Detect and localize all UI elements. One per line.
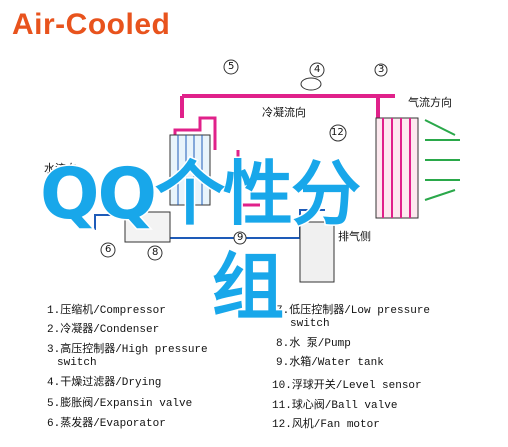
marker-6: 6 bbox=[105, 244, 112, 255]
label-condensing-flow: 冷凝流向 bbox=[262, 106, 306, 119]
diagram-title: Air-Cooled bbox=[12, 8, 171, 41]
water-tank bbox=[299, 221, 335, 283]
refrigeration-schematic bbox=[94, 59, 460, 283]
overlay-text-line2: 组 bbox=[210, 244, 285, 331]
refrigerant-pipe-lower bbox=[173, 116, 217, 150]
legend-text: 高压控制器/High pressure bbox=[60, 344, 208, 356]
legend-text: 浮球开关/Level sensor bbox=[291, 380, 422, 392]
marker-12: 12 bbox=[331, 127, 344, 138]
legend-text: 干燥过滤器/Drying bbox=[60, 377, 162, 389]
legend-text: 水 泵/Pump bbox=[289, 338, 351, 350]
label-exhaust: 排气侧 bbox=[338, 230, 371, 243]
legend-num: 8. bbox=[276, 338, 290, 350]
pump-symbol bbox=[300, 77, 322, 91]
airflow-arrows bbox=[424, 119, 460, 201]
legend-num: 2. bbox=[47, 324, 61, 336]
legend-item-5: 5.膨胀阀/Expansin valve bbox=[47, 398, 192, 411]
overlay-text-line1: QQ个性分 bbox=[38, 152, 362, 237]
condenser-unit bbox=[169, 134, 211, 206]
marker-3: 3 bbox=[378, 64, 385, 75]
component-markers bbox=[100, 59, 388, 261]
marker-5: 5 bbox=[228, 61, 235, 72]
legend-item-4: 4.干燥过滤器/Drying bbox=[47, 377, 161, 390]
legend-item-8: 8.水 泵/Pump bbox=[276, 338, 351, 351]
legend-item-12: 12.风机/Fan motor bbox=[272, 419, 380, 432]
legend-text: 压缩机/Compressor bbox=[60, 305, 166, 317]
legend-text: 球心阀/Ball valve bbox=[291, 400, 398, 412]
legend-item-11: 11.球心阀/Ball valve bbox=[272, 400, 397, 413]
legend-text: 冷凝器/Condenser bbox=[60, 324, 160, 336]
label-airflow-direction: 气流方向 bbox=[408, 96, 452, 109]
condenser-coil bbox=[375, 117, 419, 219]
legend-text: 低压控制器/Low pressure bbox=[289, 305, 431, 317]
legend-num: 7. bbox=[276, 305, 290, 317]
legend-item-2: 2.冷凝器/Condenser bbox=[47, 324, 159, 337]
legend-text-cont: switch bbox=[57, 357, 97, 369]
refrigerant-pipe-return bbox=[236, 150, 260, 207]
legend-item-10: 10.浮球开关/Level sensor bbox=[272, 380, 422, 393]
legend-text: 蒸发器/Evaporator bbox=[60, 418, 166, 430]
legend-item-6: 6.蒸发器/Evaporator bbox=[47, 418, 166, 431]
label-evaporator-flow: 水流向 bbox=[44, 162, 77, 175]
legend-num: 9. bbox=[276, 357, 290, 369]
marker-9: 9 bbox=[237, 232, 244, 243]
marker-4: 4 bbox=[314, 64, 321, 75]
legend-num: 6. bbox=[47, 418, 61, 430]
legend-text: 风机/Fan motor bbox=[291, 419, 380, 431]
legend-num: 5. bbox=[47, 398, 61, 410]
legend-num: 1. bbox=[47, 305, 61, 317]
legend-num: 4. bbox=[47, 377, 61, 389]
legend-item-9: 9.水箱/Water tank bbox=[276, 357, 384, 370]
legend-text-cont: switch bbox=[290, 318, 330, 330]
legend-num: 11. bbox=[272, 400, 292, 412]
evaporator-tank bbox=[124, 211, 171, 243]
marker-8: 8 bbox=[152, 247, 159, 258]
legend-item-1: 1.压缩机/Compressor bbox=[47, 305, 166, 318]
legend-num: 12. bbox=[272, 419, 292, 431]
legend-text: 膨胀阀/Expansin valve bbox=[60, 398, 193, 410]
legend-num: 10. bbox=[272, 380, 292, 392]
legend-num: 3. bbox=[47, 344, 61, 356]
legend-text: 水箱/Water tank bbox=[289, 357, 384, 369]
